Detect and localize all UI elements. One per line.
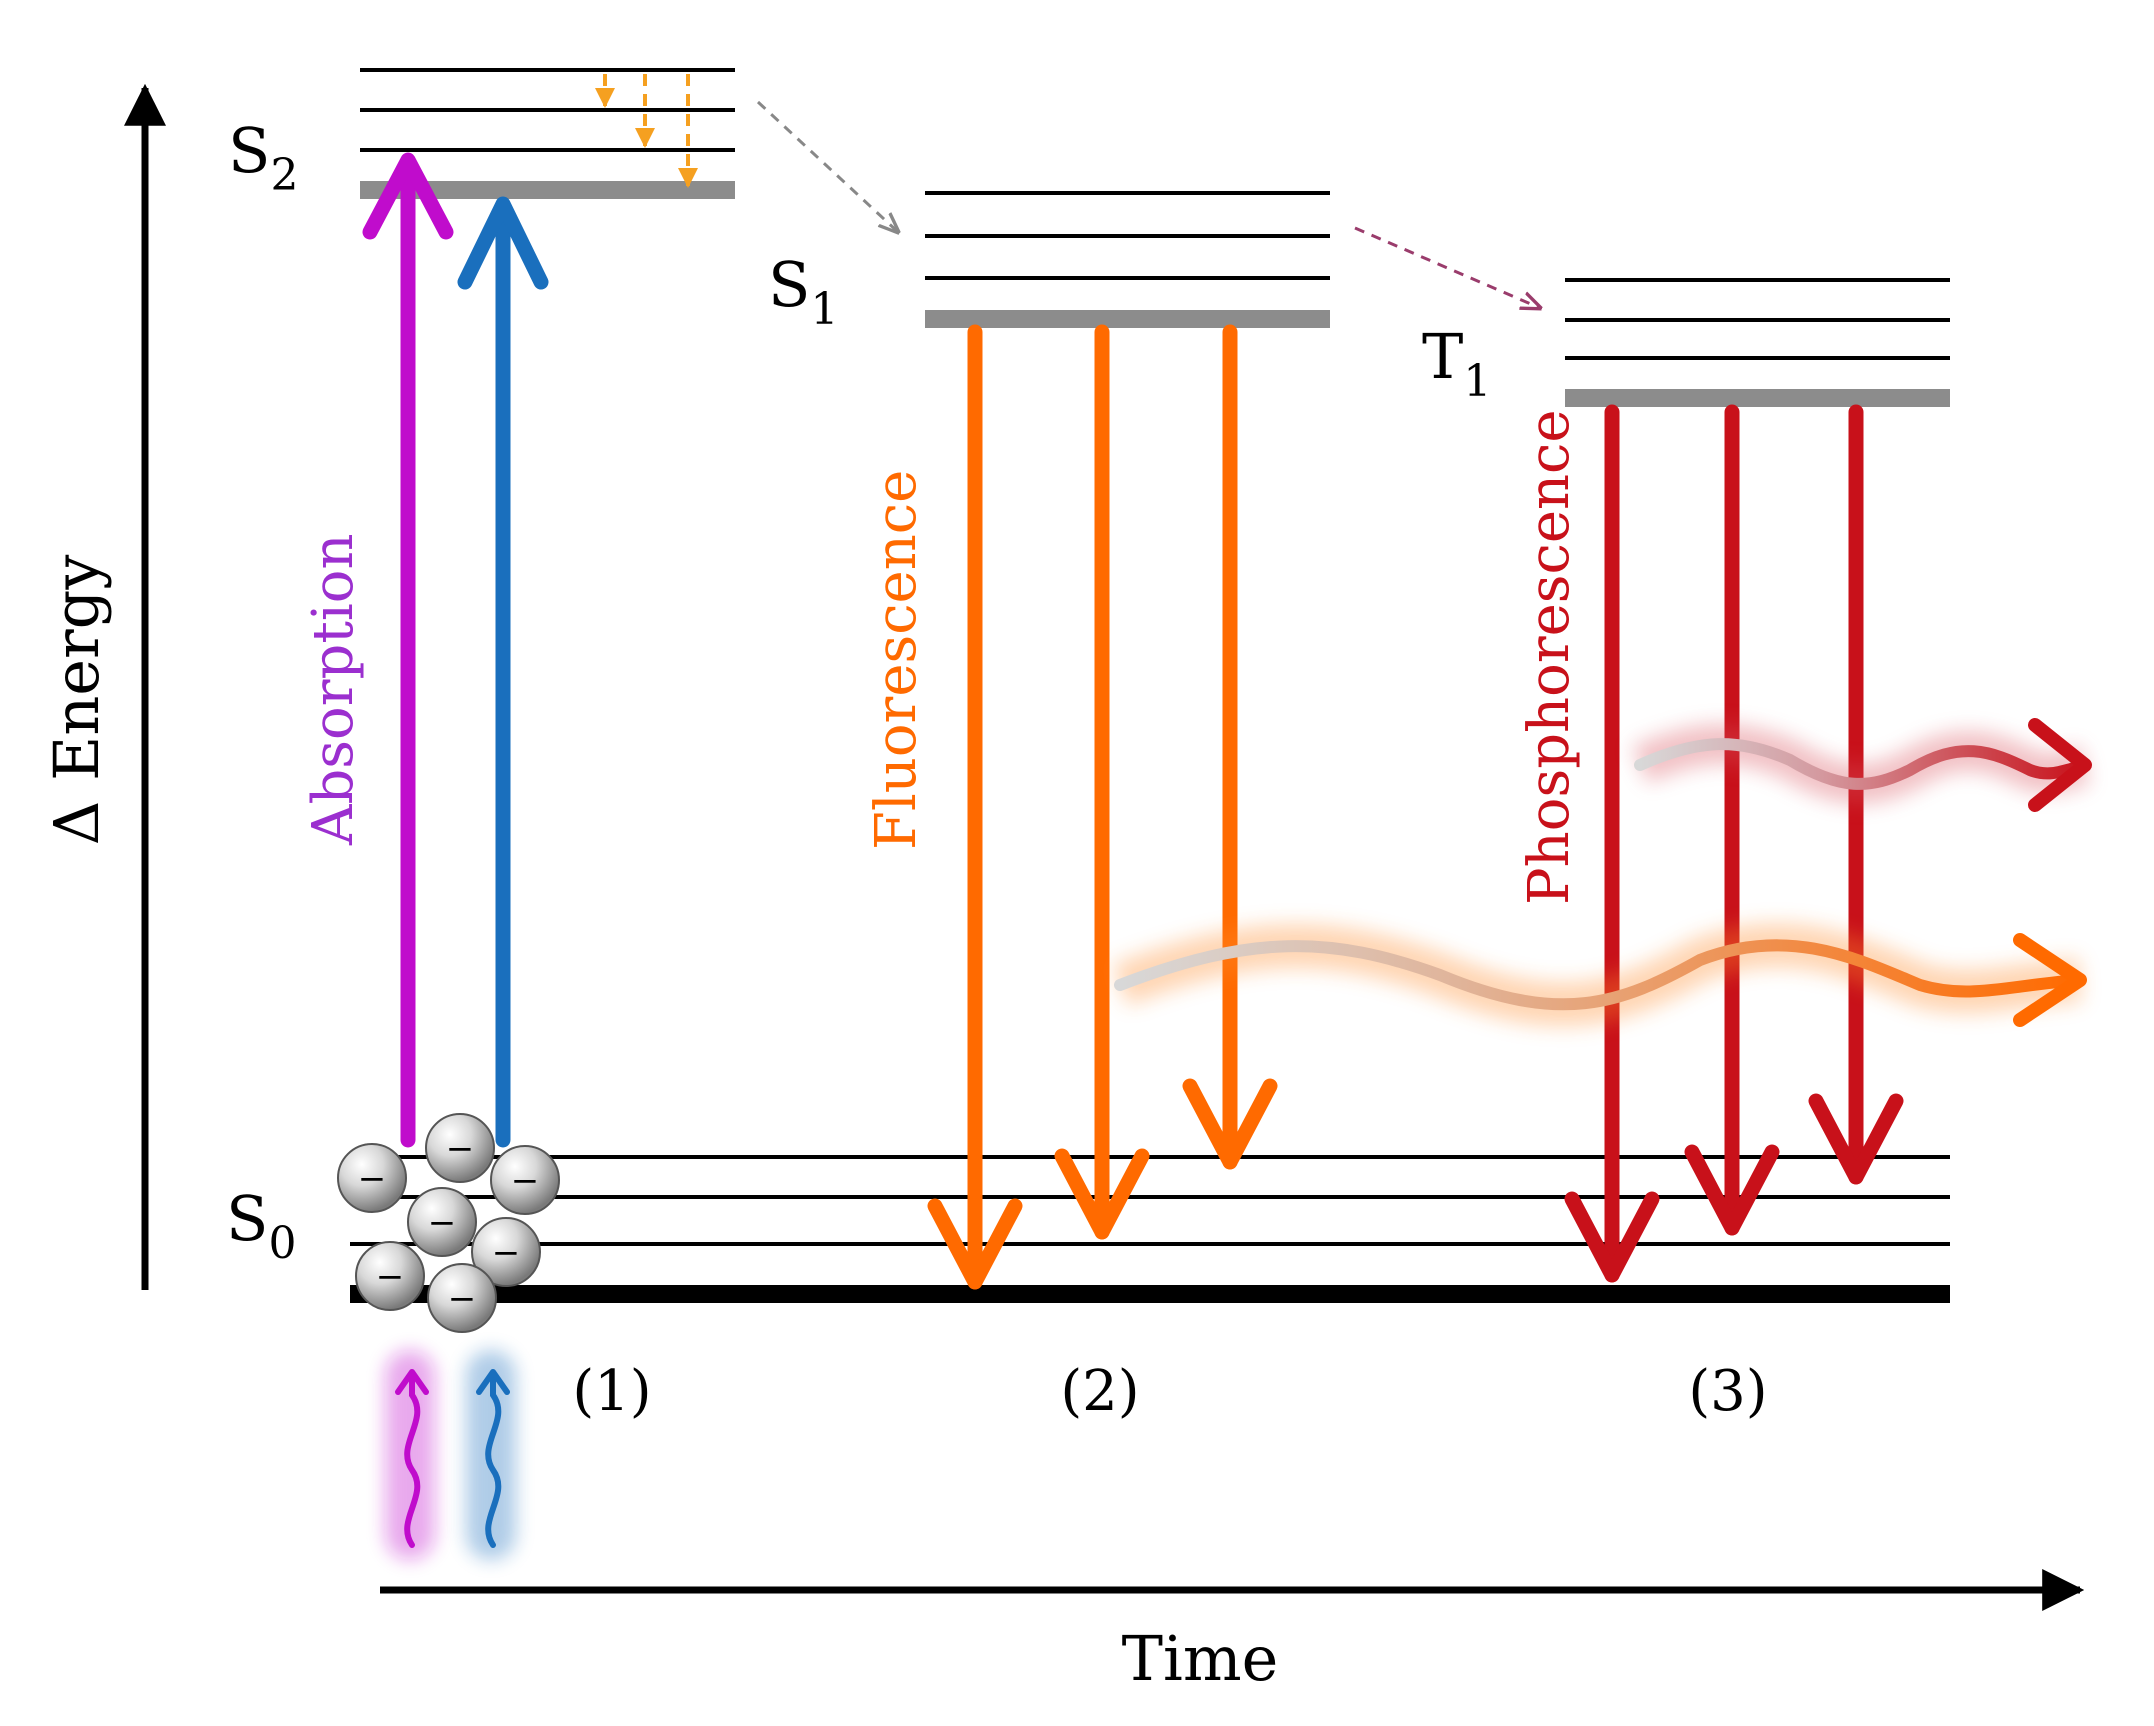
svg-text:−: − bbox=[446, 1129, 475, 1169]
electron: − bbox=[490, 1145, 560, 1215]
absorption-arrow-blue bbox=[457, 196, 549, 1148]
electron-cluster: − − − − − − − bbox=[337, 1113, 560, 1333]
process-label-1: (1) bbox=[572, 1359, 651, 1424]
svg-text:−: − bbox=[492, 1233, 521, 1273]
svg-text:−: − bbox=[358, 1159, 387, 1199]
electron: − bbox=[407, 1187, 477, 1257]
state-label-t1: T1 bbox=[1422, 320, 1491, 407]
state-label-s0: S0 bbox=[226, 1182, 296, 1269]
electron: − bbox=[471, 1217, 541, 1287]
incoming-photon-magenta bbox=[385, 1350, 435, 1560]
electron: − bbox=[427, 1263, 497, 1333]
state-label-s2: S2 bbox=[228, 114, 298, 201]
internal-conversion-arrow bbox=[756, 100, 898, 232]
state-label-s1: S1 bbox=[768, 248, 838, 335]
svg-text:−: − bbox=[511, 1161, 540, 1201]
svg-text:−: − bbox=[448, 1279, 477, 1319]
electron: − bbox=[355, 1241, 425, 1311]
phosphorescence-arrows bbox=[1564, 404, 1904, 1283]
svg-text:−: − bbox=[376, 1257, 405, 1297]
absorption-label: Absorption bbox=[301, 533, 366, 846]
electron: − bbox=[337, 1143, 407, 1213]
fluorescence-arrows bbox=[927, 324, 1278, 1290]
vibrational-relaxation-arrows bbox=[595, 74, 698, 188]
electron: − bbox=[425, 1113, 495, 1183]
time-axis-label: Time bbox=[1122, 1622, 1279, 1695]
svg-text:−: − bbox=[428, 1203, 457, 1243]
t1-levels bbox=[1565, 278, 1950, 360]
s1-levels bbox=[925, 191, 1330, 280]
intersystem-crossing-arrow bbox=[1354, 226, 1540, 308]
process-label-2: (2) bbox=[1060, 1359, 1139, 1424]
fluorescence-label: Fluorescence bbox=[864, 470, 929, 850]
process-label-3: (3) bbox=[1688, 1359, 1767, 1424]
phosphorescence-photon-wave bbox=[1631, 718, 2092, 812]
energy-axis-label: Δ Energy bbox=[40, 555, 113, 846]
fluorescence-photon-wave bbox=[1112, 923, 2087, 1027]
s0-levels bbox=[350, 1155, 1950, 1246]
s2-levels bbox=[360, 68, 735, 152]
incoming-photon-blue bbox=[466, 1350, 516, 1560]
absorption-arrow-magenta bbox=[362, 152, 454, 1148]
phosphorescence-label: Phosphorescence bbox=[1517, 409, 1582, 905]
